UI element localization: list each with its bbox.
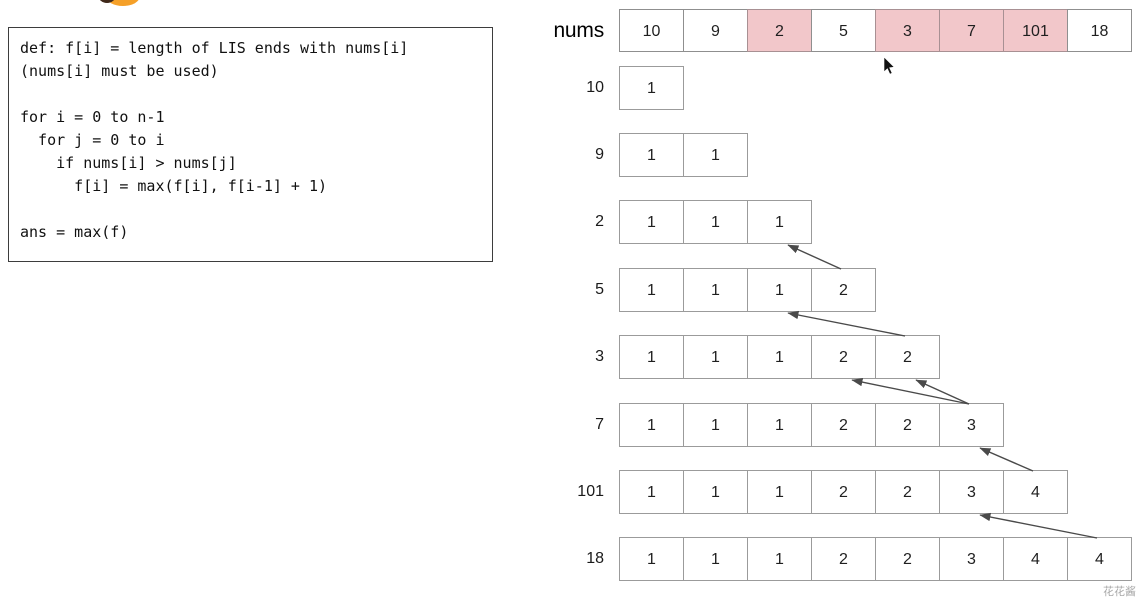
watermark-huahua: 花花酱 <box>1103 586 1136 598</box>
dp-transition-arrow <box>851 377 970 405</box>
nums-cell-5: 7 <box>939 9 1004 52</box>
dp-row-label-9: 9 <box>595 146 604 163</box>
dp-cell-3-2: 1 <box>747 268 812 312</box>
dp-cell-4-2: 1 <box>747 335 812 379</box>
nums-array-label: nums <box>553 19 604 42</box>
dp-cell-5-0: 1 <box>619 403 684 447</box>
dp-cell-6-6: 4 <box>1003 470 1068 514</box>
dp-cell-5-5: 3 <box>939 403 1004 447</box>
nums-cell-3: 5 <box>811 9 876 52</box>
dp-cell-7-7: 4 <box>1067 537 1132 581</box>
dp-cell-1-0: 1 <box>619 133 684 177</box>
dp-cell-7-3: 2 <box>811 537 876 581</box>
dp-cell-4-0: 1 <box>619 335 684 379</box>
mouse-cursor <box>883 56 895 75</box>
dp-transition-arrow <box>979 447 1034 472</box>
dp-cell-6-5: 3 <box>939 470 1004 514</box>
dp-cell-6-1: 1 <box>683 470 748 514</box>
dp-cell-1-1: 1 <box>683 133 748 177</box>
dp-cell-5-2: 1 <box>747 403 812 447</box>
dp-transition-arrow <box>787 310 906 337</box>
nums-cell-4: 3 <box>875 9 940 52</box>
dp-row-label-101: 101 <box>577 483 604 500</box>
dp-cell-7-6: 4 <box>1003 537 1068 581</box>
partial-logo-icon <box>99 0 139 6</box>
dp-cell-7-2: 1 <box>747 537 812 581</box>
dp-row-label-3: 3 <box>595 348 604 365</box>
nums-cell-6: 101 <box>1003 9 1068 52</box>
nums-cell-7: 18 <box>1067 9 1132 52</box>
dp-row-label-10: 10 <box>586 79 604 96</box>
dp-cell-4-3: 2 <box>811 335 876 379</box>
dp-cell-7-0: 1 <box>619 537 684 581</box>
pseudocode-panel: def: f[i] = length of LIS ends with nums… <box>8 27 493 262</box>
dp-row-label-2: 2 <box>595 213 604 230</box>
dp-row-label-5: 5 <box>595 281 604 298</box>
dp-cell-4-4: 2 <box>875 335 940 379</box>
dp-cell-2-1: 1 <box>683 200 748 244</box>
dp-cell-2-2: 1 <box>747 200 812 244</box>
dp-row-label-18: 18 <box>586 550 604 567</box>
dp-cell-3-0: 1 <box>619 268 684 312</box>
dp-cell-6-2: 1 <box>747 470 812 514</box>
dp-transition-arrow <box>979 512 1098 539</box>
dp-cell-6-3: 2 <box>811 470 876 514</box>
dp-cell-5-3: 2 <box>811 403 876 447</box>
dp-cell-2-0: 1 <box>619 200 684 244</box>
dp-cell-0-0: 1 <box>619 66 684 110</box>
dp-cell-3-1: 1 <box>683 268 748 312</box>
dp-cell-5-4: 2 <box>875 403 940 447</box>
nums-cell-2: 2 <box>747 9 812 52</box>
nums-cell-0: 10 <box>619 9 684 52</box>
dp-cell-3-3: 2 <box>811 268 876 312</box>
nums-cell-1: 9 <box>683 9 748 52</box>
dp-cell-4-1: 1 <box>683 335 748 379</box>
dp-cell-6-4: 2 <box>875 470 940 514</box>
dp-transition-arrow <box>787 244 842 270</box>
dp-cell-7-4: 2 <box>875 537 940 581</box>
dp-cell-6-0: 1 <box>619 470 684 514</box>
dp-cell-7-1: 1 <box>683 537 748 581</box>
dp-transition-arrow <box>915 379 970 405</box>
dp-cell-7-5: 3 <box>939 537 1004 581</box>
dp-cell-5-1: 1 <box>683 403 748 447</box>
dp-row-label-7: 7 <box>595 416 604 433</box>
pseudocode-text: def: f[i] = length of LIS ends with nums… <box>20 39 409 241</box>
